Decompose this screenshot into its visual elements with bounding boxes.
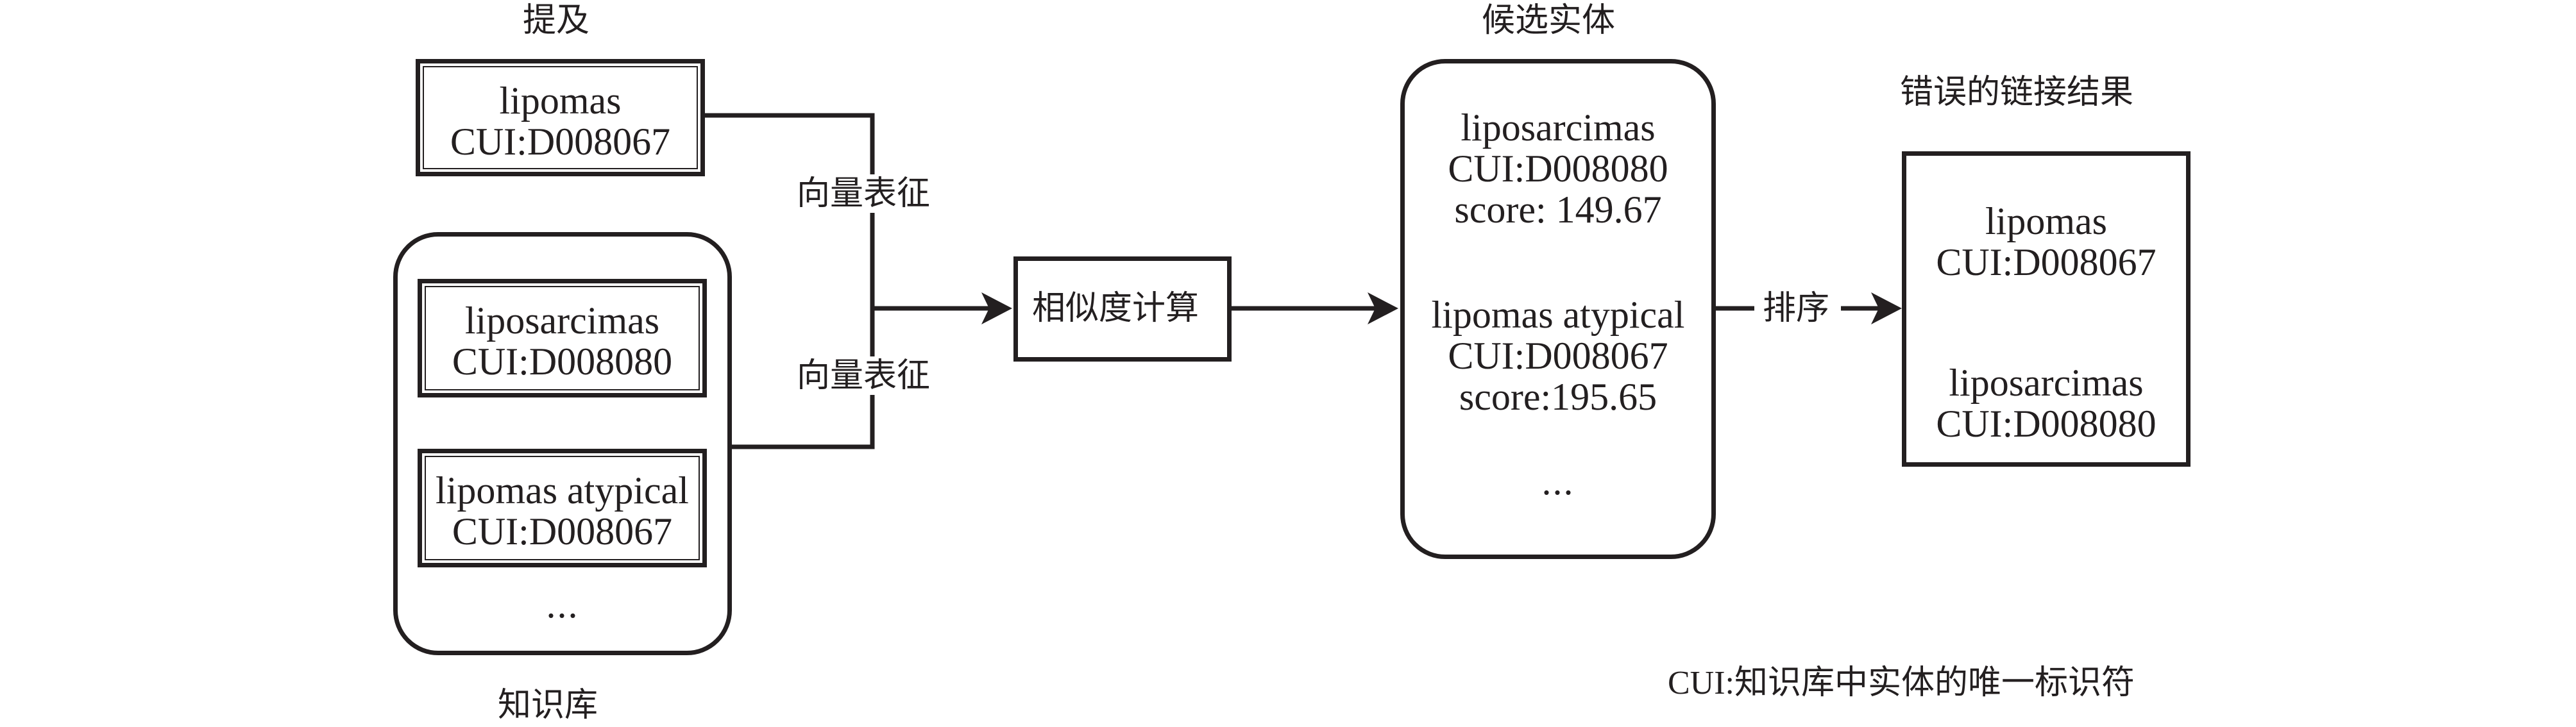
mention-heading: 提及 [523,1,590,40]
arrowhead-to-similarity [981,292,1012,324]
kb-entry-cui: CUI:D008067 [452,510,673,553]
wrong-result-heading: 错误的链接结果 [1900,73,2134,112]
vectorize-label-top: 向量表征 [794,174,933,213]
kb-entry-box: lipomas atypical CUI:D008067 [418,449,707,567]
candidate-entities-heading: 候选实体 [1482,1,1616,40]
kb-ellipsis: ... [546,583,579,626]
candidate-score: score: 149.67 [1454,188,1662,231]
kb-entry-name: liposarcimas [464,299,660,342]
result-name: liposarcimas [1949,362,2144,404]
kb-entry-box: liposarcimas CUI:D008080 [418,279,707,397]
result-name: lipomas [1985,200,2107,242]
candidates-ellipsis: ... [1541,460,1575,503]
knowledge-base-box: liposarcimas CUI:D008080 lipomas atypica… [393,232,732,655]
similarity-label: 相似度计算 [1032,289,1199,328]
arrowhead-to-result [1871,292,1902,324]
candidates-box: liposarcimas CUI:D008080 score: 149.67 l… [1400,59,1716,559]
candidate-name: liposarcimas [1461,106,1656,149]
mention-box: lipomas CUI:D008067 [416,59,705,176]
mention-name: lipomas [499,79,622,122]
vectorize-label-bottom: 向量表征 [794,356,933,395]
result-cui: CUI:D008080 [1936,403,2157,445]
knowledge-base-heading: 知识库 [498,686,598,724]
candidate-cui: CUI:D008080 [1448,147,1668,190]
result-box: lipomas CUI:D008067 liposarcimas CUI:D00… [1902,151,2190,467]
sort-label: 排序 [1763,289,1830,328]
candidate-name: lipomas atypical [1431,294,1685,336]
kb-entry-cui: CUI:D008080 [452,340,673,383]
mention-cui: CUI:D008067 [450,121,671,163]
candidate-cui: CUI:D008067 [1448,335,1668,377]
kb-connector [732,282,875,449]
footnote: CUI:知识库中实体的唯一标识符 [1668,665,2135,701]
result-cui: CUI:D008067 [1936,241,2157,283]
candidate-score: score:195.65 [1459,376,1657,418]
arrowhead-to-candidates [1368,292,1398,324]
mention-connector [705,113,875,282]
similarity-box: 相似度计算 [1013,256,1232,362]
kb-entry-name: lipomas atypical [436,469,689,512]
